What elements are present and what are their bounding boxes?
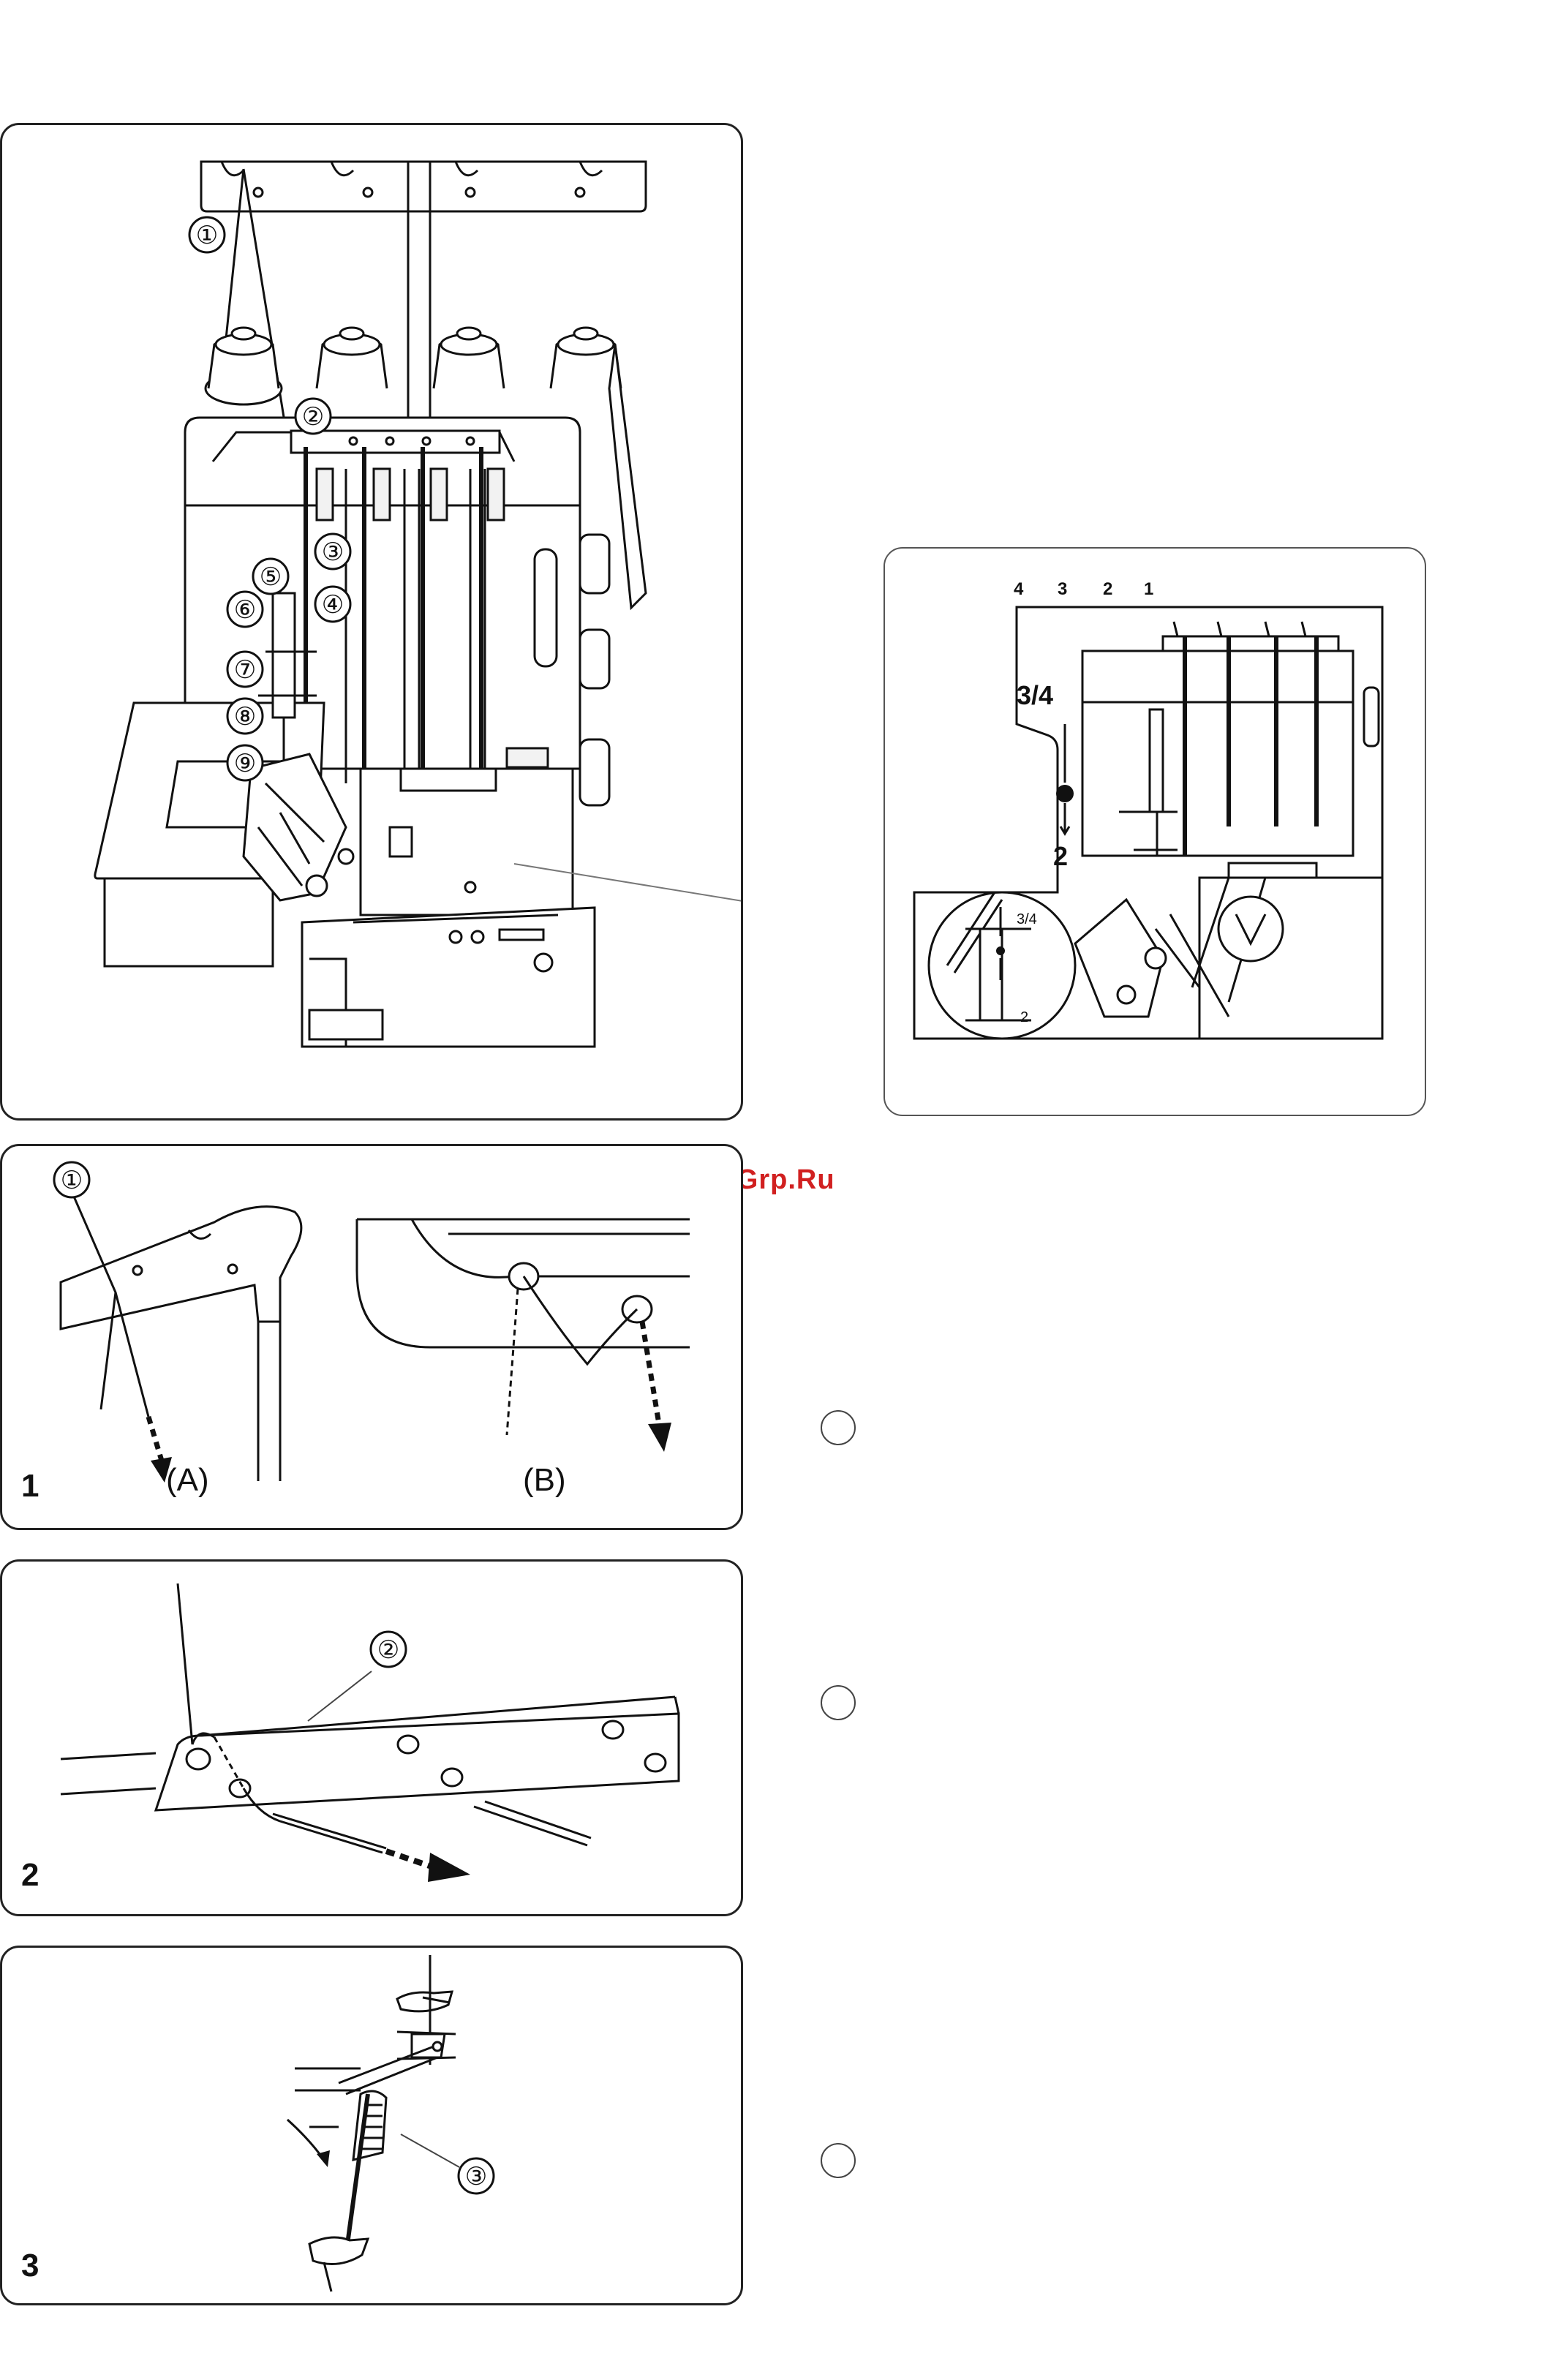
thread-number-4: 4 bbox=[1014, 579, 1023, 600]
step-3-illustration: ③ bbox=[2, 1948, 741, 2303]
thread-number-3: 3 bbox=[1058, 579, 1067, 600]
step-1-panel: ① 1 (A) (B) bbox=[0, 1144, 743, 1530]
zoom-label-2: 2 bbox=[1020, 1009, 1028, 1026]
step-3-callout: ③ bbox=[465, 2163, 487, 2191]
step-2-number: 2 bbox=[21, 1857, 39, 1894]
step-2-illustration: ② bbox=[2, 1562, 741, 1914]
callout-3: ③ bbox=[322, 538, 344, 566]
bullet-circle-1 bbox=[821, 1410, 856, 1445]
step-2-panel: ② 2 bbox=[0, 1559, 743, 1916]
detail-inset-figure: 4 3 2 1 3/4 2 3/4 2 bbox=[883, 547, 1426, 1116]
main-threading-figure: ① ② ③ ④ ⑤ ⑥ ⑦ ⑧ ⑨ bbox=[0, 123, 743, 1121]
serger-illustration: ① ② ③ ④ ⑤ ⑥ ⑦ ⑧ ⑨ bbox=[2, 125, 741, 1118]
callout-6: ⑥ bbox=[234, 596, 256, 624]
callout-4: ④ bbox=[322, 591, 344, 619]
callout-9: ⑨ bbox=[234, 750, 256, 777]
label-3-4: 3/4 bbox=[1017, 680, 1053, 711]
bullet-circle-3 bbox=[821, 2143, 856, 2178]
step-3-number: 3 bbox=[21, 2248, 39, 2284]
zoom-label-3-4: 3/4 bbox=[1017, 911, 1037, 928]
callout-7: ⑦ bbox=[234, 656, 256, 684]
step-1-callout: ① bbox=[61, 1167, 83, 1194]
caption-b: (B) bbox=[523, 1462, 566, 1499]
thread-number-2: 2 bbox=[1103, 579, 1112, 600]
step-1-number: 1 bbox=[21, 1468, 39, 1505]
step-3-panel: ③ 3 bbox=[0, 1946, 743, 2305]
callout-1: ① bbox=[196, 222, 218, 249]
caption-a: (A) bbox=[166, 1462, 209, 1499]
step-2-callout: ② bbox=[377, 1636, 399, 1664]
thread-number-1: 1 bbox=[1144, 579, 1153, 600]
callout-2: ② bbox=[302, 403, 324, 431]
inset-illustration bbox=[885, 549, 1425, 1115]
bullet-circle-2 bbox=[821, 1685, 856, 1720]
callout-8: ⑧ bbox=[234, 703, 256, 731]
label-2: 2 bbox=[1053, 841, 1068, 872]
step-1-illustration: ① bbox=[2, 1146, 741, 1528]
callout-5: ⑤ bbox=[260, 563, 282, 591]
